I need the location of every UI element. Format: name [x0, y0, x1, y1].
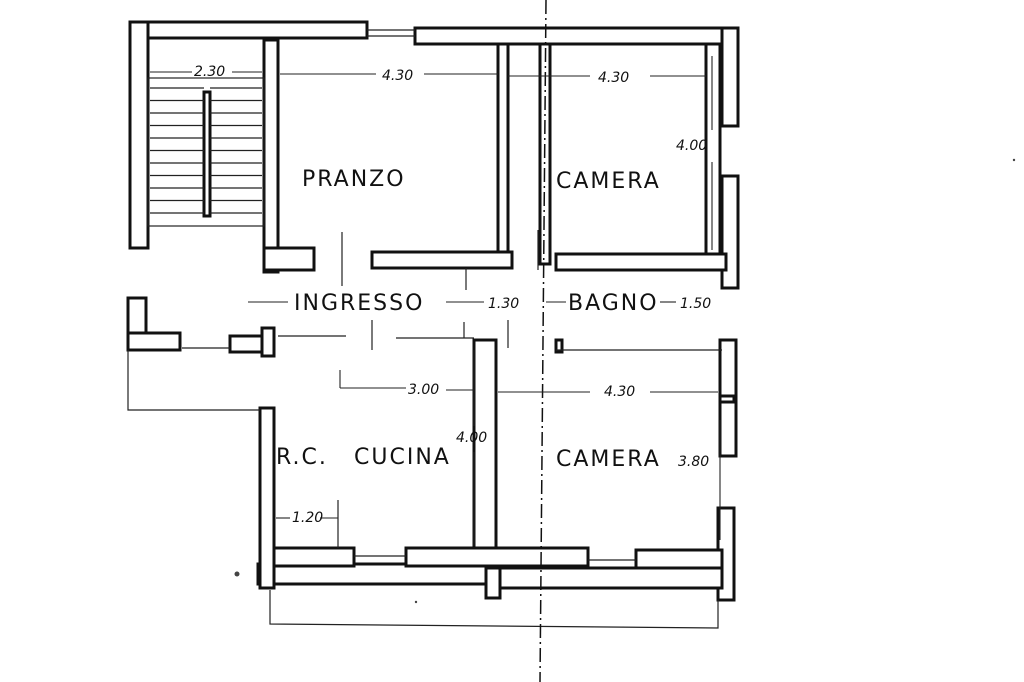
- wall-right-partition-low: [718, 394, 736, 404]
- wall-left-upper: [128, 20, 150, 250]
- partition-lines: [182, 29, 722, 561]
- dim-pranzo-width: 4.30: [382, 68, 413, 84]
- wall-bagno-bottom: [554, 338, 564, 354]
- wall-top-right: [413, 26, 740, 46]
- dim-cucina-width: 3.00: [408, 382, 439, 398]
- room-label-camera-top: CAMERA: [556, 169, 661, 194]
- stair-steps: [150, 87, 262, 214]
- wall-stair-pranzo: [262, 38, 280, 274]
- wall-pranzo-bottom: [370, 250, 514, 270]
- ink-speck: [234, 571, 240, 577]
- wall-top-left: [133, 20, 369, 40]
- ink-speck: [1012, 158, 1016, 162]
- dim-corridor: 1.30: [488, 296, 519, 312]
- wall-pranzo-camera: [496, 42, 510, 268]
- wall-stair-pranzo-foot: [262, 246, 316, 272]
- stair-core: [202, 90, 212, 218]
- wall-pillar-top: [260, 326, 276, 358]
- wall-bottom-right: [498, 566, 724, 590]
- wall-left-corner: [126, 331, 182, 352]
- wall-camera-bottom: [554, 252, 728, 272]
- wall-right-partition: [704, 42, 722, 256]
- wall-rc-bottom: [272, 546, 356, 568]
- dim-camera-bottom-width: 4.30: [604, 384, 635, 400]
- room-label-camera-bottom: CAMERA: [556, 447, 661, 472]
- dim-camera-bottom-depth: 3.80: [678, 454, 709, 470]
- center-axis: [539, 0, 547, 682]
- dim-camera-top-depth: 4.00: [676, 138, 707, 154]
- room-label-ingresso: INGRESSO: [294, 291, 424, 316]
- dim-bagno-depth: 1.50: [680, 296, 711, 312]
- dim-rc-width: 1.20: [292, 510, 323, 526]
- ink-speck: [414, 600, 418, 604]
- room-label-rc: R.C.: [276, 445, 328, 470]
- dimension-lines: [150, 56, 721, 546]
- wall-camera-b-bottom: [634, 548, 724, 570]
- wall-bottom-stub: [484, 566, 502, 600]
- stair-outline: [147, 77, 265, 227]
- room-label-bagno: BAGNO: [568, 291, 659, 316]
- room-label-cucina: CUCINA: [354, 445, 451, 470]
- stairs: [147, 77, 265, 227]
- wall-kitchen-left: [258, 406, 276, 590]
- balcony-outlines: [127, 350, 719, 629]
- dim-cucina-depth: 4.00: [456, 430, 487, 446]
- wall-right-1: [720, 26, 740, 128]
- interior-walls: [228, 38, 736, 570]
- wall-cucina-bottom: [404, 546, 590, 568]
- dim-stair-width: 2.30: [194, 64, 225, 80]
- room-label-pranzo: PRANZO: [302, 167, 406, 192]
- dim-camera-top-width: 4.30: [598, 70, 629, 86]
